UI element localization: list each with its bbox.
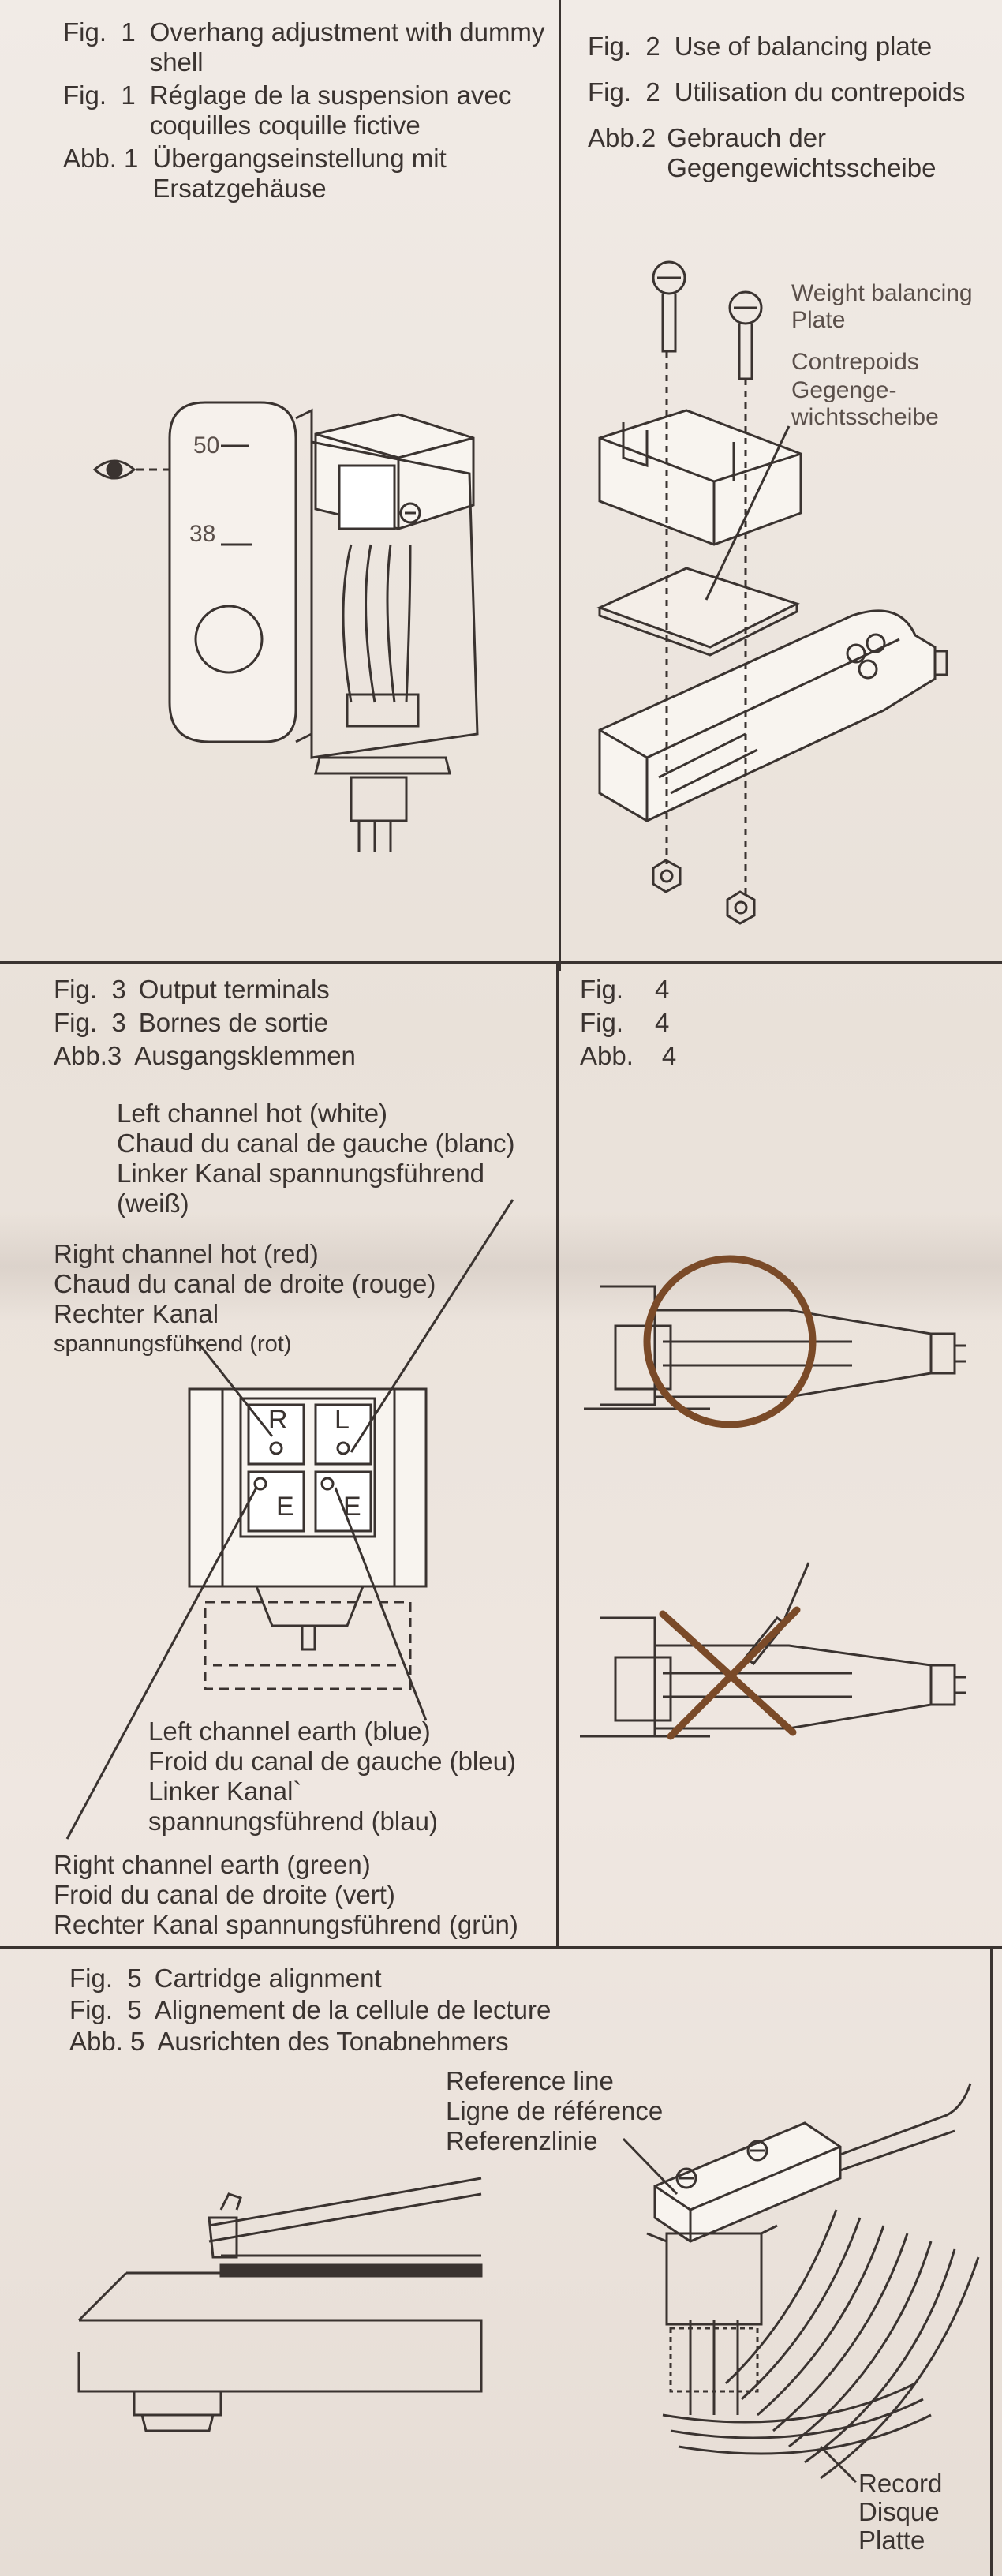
scale-mark-38: 38 bbox=[189, 521, 216, 547]
left-earth-label-4: spannungsführend (blau) bbox=[148, 1807, 438, 1836]
divider-vertical-right-edge bbox=[990, 1946, 993, 2576]
fig1-caption-fr: Fig. 1 Réglage de la suspension avec coqu… bbox=[63, 80, 556, 140]
record-label-3: Platte bbox=[858, 2525, 925, 2555]
divider-horizontal-1 bbox=[0, 961, 1002, 964]
fig2-caption-en: Fig. 2 Use of balancing plate bbox=[588, 32, 994, 62]
record-label-1: Record bbox=[858, 2469, 943, 2498]
fig3-caption: Fig. 3 Output terminals Fig. 3 Bornes de s… bbox=[54, 975, 551, 1071]
fig2-caption-de: Abb.2 Gebrauch der Gegengewichtsscheibe bbox=[588, 123, 994, 183]
caption-text: 4 bbox=[655, 975, 670, 1004]
caption-text: Use of balancing plate bbox=[674, 32, 933, 61]
fig5-caption: Fig. 5 Cartridge alignment Fig. 5 Aligneme… bbox=[69, 1964, 622, 2057]
fig5-caption-de: Abb. 5 Ausrichten des Tonabnehmers bbox=[69, 2027, 622, 2057]
fig-number: Fig. 5 bbox=[69, 1995, 142, 2024]
fig-number: Fig. 3 bbox=[54, 1008, 126, 1037]
right-earth-label-2: Froid du canal de droite (vert) bbox=[54, 1880, 395, 1909]
fig5-caption-en: Fig. 5 Cartridge alignment bbox=[69, 1964, 622, 1994]
fig-number: Abb. 1 bbox=[63, 144, 139, 173]
caption-text: Bornes de sortie bbox=[138, 1008, 329, 1037]
fig3-caption-fr: Fig. 3 Bornes de sortie bbox=[54, 1008, 551, 1038]
fig-number: Fig. 2 bbox=[588, 77, 660, 107]
caption-text: 4 bbox=[661, 1041, 677, 1070]
caption-text: Utilisation du contrepoids bbox=[674, 77, 966, 107]
caption-text: Cartridge alignment bbox=[154, 1964, 382, 1993]
caption-text: Alignement de la cellule de lecture bbox=[154, 1995, 551, 2024]
right-hot-label-2: Chaud du canal de droite (rouge) bbox=[54, 1269, 436, 1298]
caption-text: Overhang adjustment with dummy shell bbox=[149, 17, 545, 77]
fig4-caption: Fig. 4 Fig. 4 Abb. 4 bbox=[580, 975, 817, 1071]
fig5-caption-fr: Fig. 5 Alignement de la cellule de lectur… bbox=[69, 1995, 622, 2025]
fig-number: Fig. bbox=[580, 1008, 624, 1037]
caption-text: Übergangseinstellung mit Ersatzgehäuse bbox=[152, 144, 447, 203]
left-hot-label-4: (weiß) bbox=[117, 1189, 189, 1218]
right-earth-label-3: Rechter Kanal spannungsführend (grün) bbox=[54, 1910, 518, 1939]
left-hot-label-2: Chaud du canal de gauche (blanc) bbox=[117, 1129, 515, 1158]
caption-text: Gebrauch der Gegengewichtsscheibe bbox=[667, 123, 937, 182]
fig-number: Fig. 5 bbox=[69, 1964, 142, 1993]
fig-number: Abb. 5 bbox=[69, 2027, 145, 2056]
caption-text: Ausgangsklemmen bbox=[134, 1041, 356, 1070]
scale-mark-50: 50 bbox=[193, 432, 220, 459]
fig-number: Fig. 3 bbox=[54, 975, 126, 1004]
divider-vertical-middle bbox=[556, 961, 559, 1949]
fig-number: Fig. 1 bbox=[63, 17, 136, 47]
fig2-caption: Fig. 2 Use of balancing plate Fig. 2 Utili… bbox=[588, 32, 994, 183]
fig4-caption-fr: Fig. 4 bbox=[580, 1008, 817, 1038]
terminal-r-label: R bbox=[268, 1405, 288, 1435]
record-label-2: Disque bbox=[858, 2497, 940, 2526]
weight-plate-label-en: Weight balancing Plate bbox=[791, 280, 973, 333]
reference-line-label-2: Ligne de référence bbox=[446, 2096, 664, 2125]
fig1-caption-de: Abb. 1 Übergangseinstellung mit Ersatzgeh… bbox=[63, 144, 556, 204]
caption-text: Ausrichten des Tonabnehmers bbox=[157, 2027, 509, 2056]
fig-number: Abb. bbox=[580, 1041, 634, 1070]
divider-vertical-top bbox=[559, 0, 561, 971]
left-hot-label-1: Left channel hot (white) bbox=[117, 1099, 388, 1128]
terminal-e-right-label: E bbox=[343, 1492, 361, 1522]
left-earth-label-2: Froid du canal de gauche (bleu) bbox=[148, 1747, 516, 1776]
right-hot-label-4: spannungsführend (rot) bbox=[54, 1331, 292, 1357]
fig3-caption-de: Abb.3 Ausgangsklemmen bbox=[54, 1041, 551, 1071]
caption-text: 4 bbox=[655, 1008, 670, 1037]
fig-number: Abb.3 bbox=[54, 1041, 122, 1070]
fig1-caption-en: Fig. 1 Overhang adjustment with dummy she… bbox=[63, 17, 556, 77]
right-hot-label-3: Rechter Kanal bbox=[54, 1299, 219, 1328]
paper-fold-shadow bbox=[0, 1211, 1002, 1322]
fig-number: Fig. 1 bbox=[63, 80, 136, 110]
divider-horizontal-2 bbox=[0, 1946, 1002, 1949]
terminal-l-label: L bbox=[335, 1405, 350, 1435]
reference-line-label-3: Referenzlinie bbox=[446, 2126, 598, 2155]
fig-number: Fig. bbox=[580, 975, 624, 1004]
weight-plate-label-fr: Contrepoids bbox=[791, 349, 919, 375]
reference-line-label-1: Reference line bbox=[446, 2066, 614, 2095]
fig3-caption-en: Fig. 3 Output terminals bbox=[54, 975, 551, 1005]
left-earth-label-3: Linker Kanal` bbox=[148, 1777, 302, 1806]
fig2-caption-fr: Fig. 2 Utilisation du contrepoids bbox=[588, 77, 994, 107]
caption-text: Réglage de la suspension avec coquilles … bbox=[149, 80, 512, 140]
right-hot-label-1: Right channel hot (red) bbox=[54, 1239, 319, 1268]
fig1-caption: Fig. 1 Overhang adjustment with dummy she… bbox=[63, 17, 556, 204]
weight-plate-label-de: Gegenge- wichtsscheibe bbox=[791, 377, 939, 430]
left-hot-label-3: Linker Kanal spannungsführend bbox=[117, 1159, 485, 1188]
fig4-caption-de: Abb. 4 bbox=[580, 1041, 817, 1071]
fig-number: Fig. 2 bbox=[588, 32, 660, 61]
caption-text: Output terminals bbox=[138, 975, 330, 1004]
left-earth-label-1: Left channel earth (blue) bbox=[148, 1717, 431, 1746]
terminal-e-left-label: E bbox=[276, 1492, 294, 1522]
fig4-caption-en: Fig. 4 bbox=[580, 975, 817, 1005]
right-earth-label-1: Right channel earth (green) bbox=[54, 1850, 371, 1879]
fig-number: Abb.2 bbox=[588, 123, 656, 152]
